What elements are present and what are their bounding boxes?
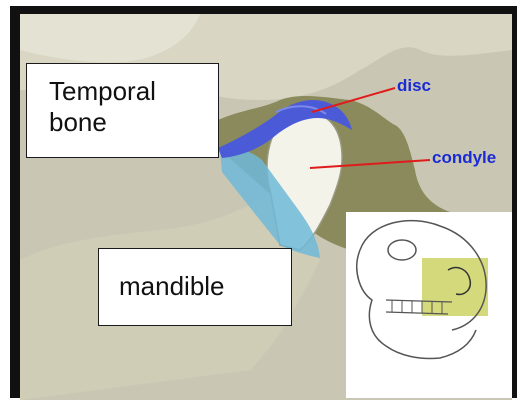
condyle-label: condyle: [432, 148, 496, 168]
mandible-label: mandible: [98, 248, 292, 326]
skull-inset: [346, 212, 512, 398]
temporal-bone-label: Temporal bone: [26, 63, 219, 158]
disc-label: disc: [397, 76, 431, 96]
